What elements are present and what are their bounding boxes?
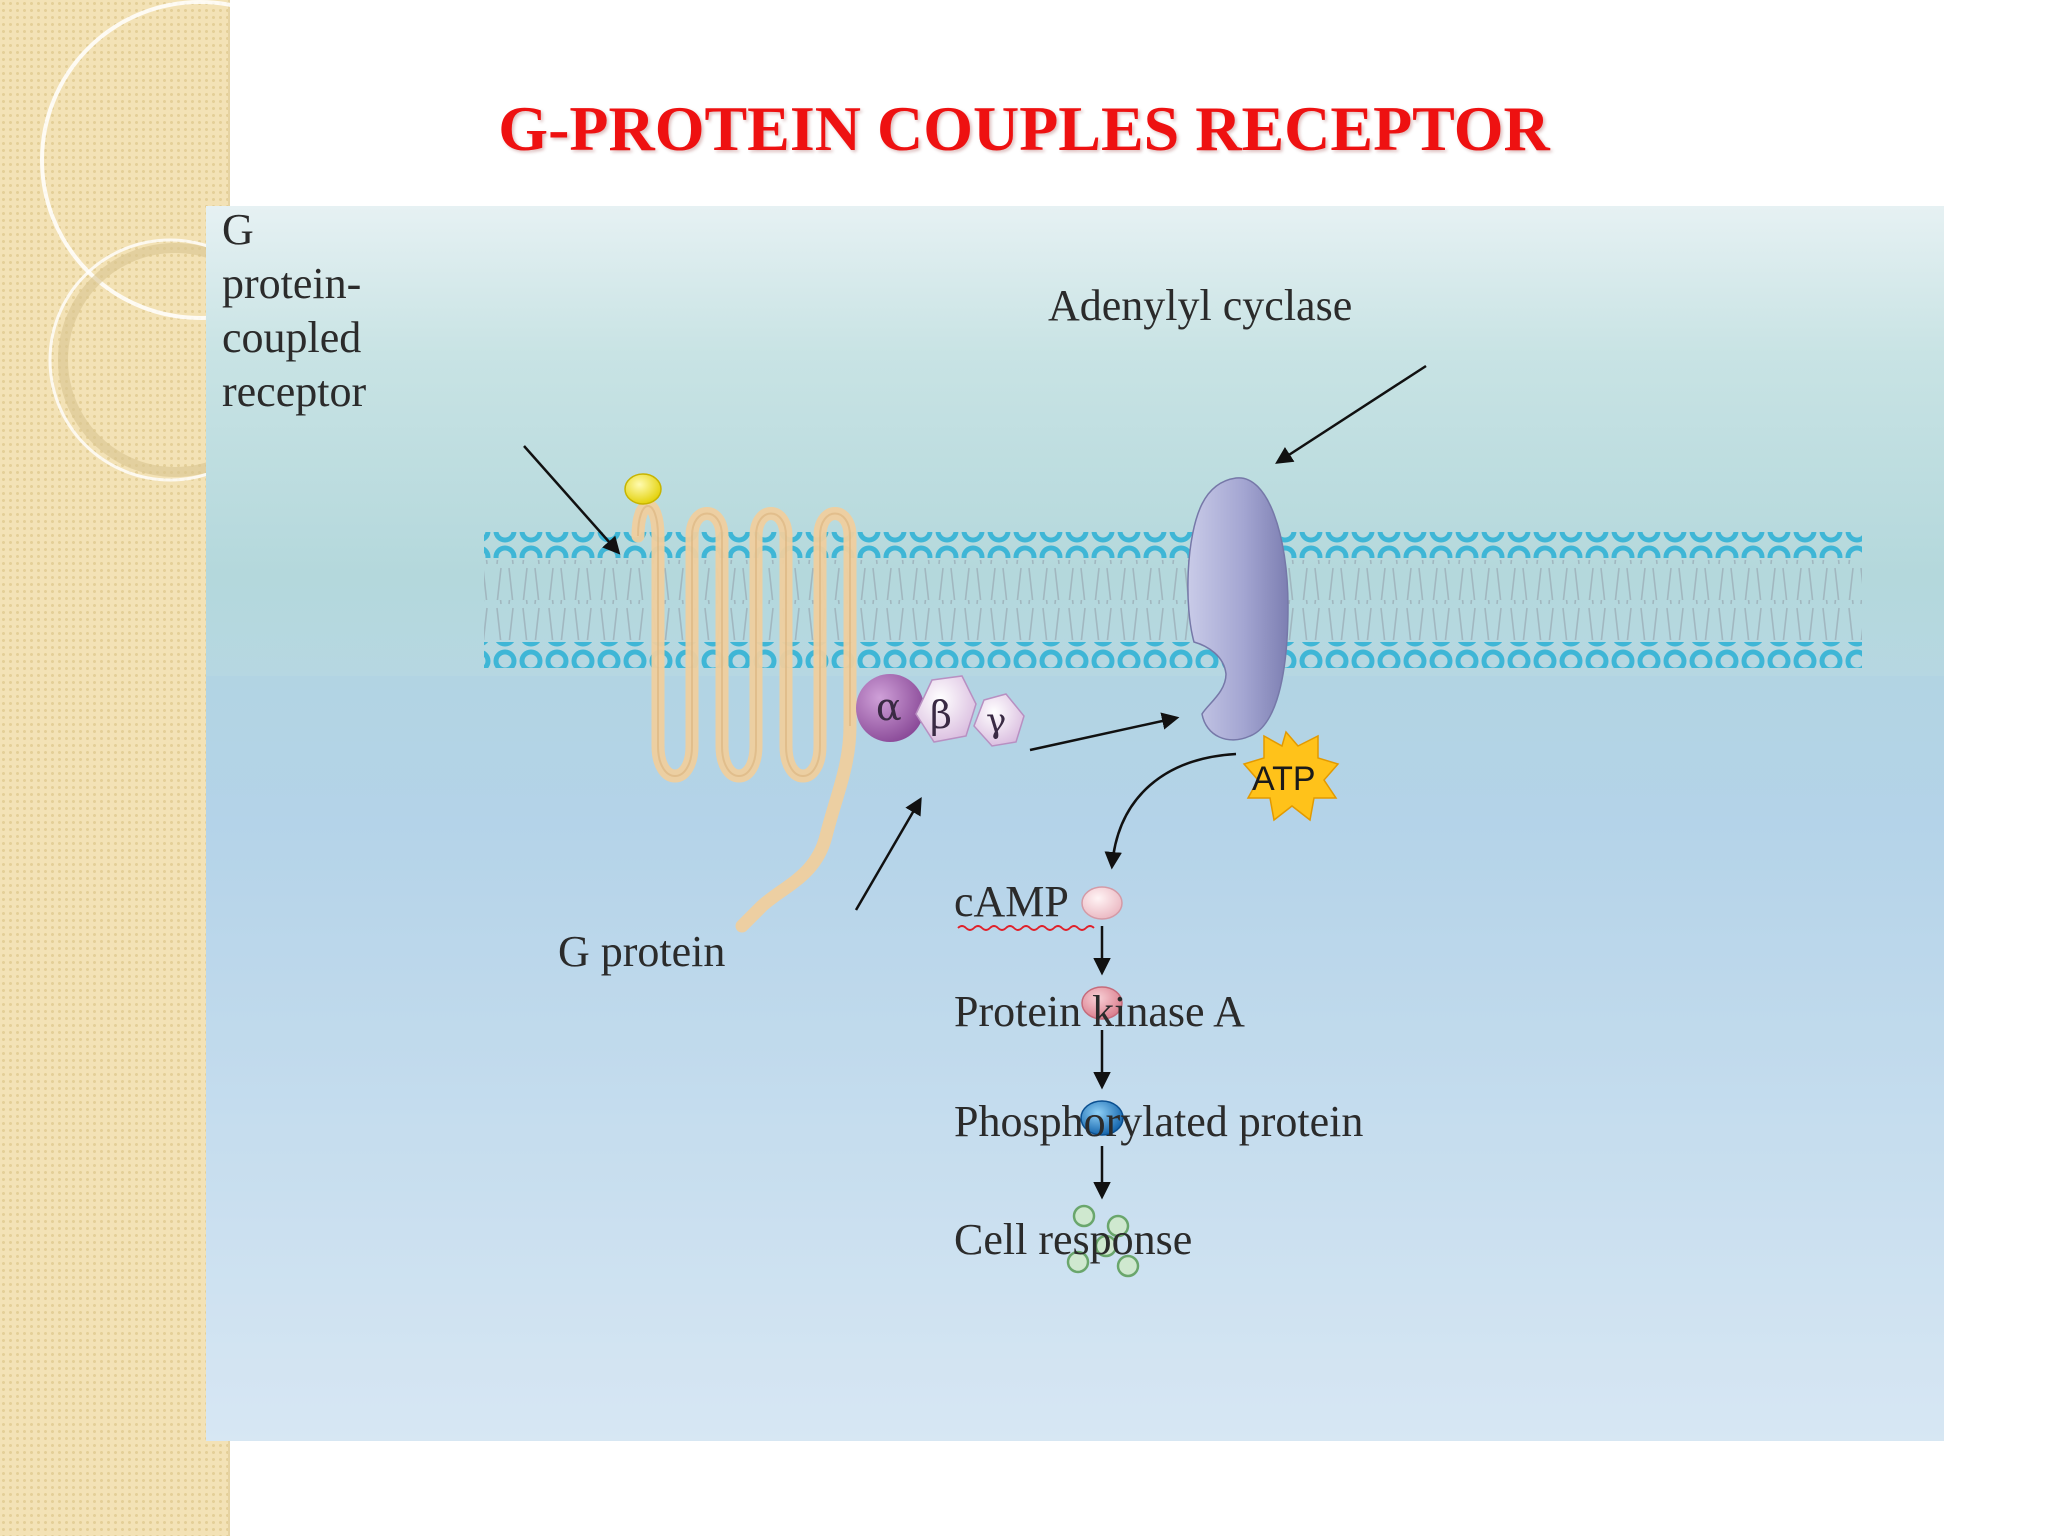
cytoplasm-band xyxy=(206,676,1944,1441)
g-protein: α β γ xyxy=(856,674,1025,747)
g-beta-subunit xyxy=(915,675,977,743)
gpcr-pointer-arrow xyxy=(523,445,621,555)
g-protein-label: G protein xyxy=(558,927,725,976)
atp-to-camp-arrow xyxy=(1104,752,1237,870)
g-protein-pointer-arrow xyxy=(854,796,922,911)
camp-spellcheck-underline xyxy=(957,925,1095,931)
alpha-label: α xyxy=(876,685,902,729)
cell-response-label: Cell response xyxy=(954,1215,1192,1264)
adenylyl-cyclase-enzyme xyxy=(1187,477,1289,741)
cell-response-molecules xyxy=(1066,1204,1140,1278)
atp-burst: ATP xyxy=(1242,730,1340,822)
atp-star xyxy=(1242,730,1340,822)
gpcr-label-line2: protein- xyxy=(222,259,361,308)
activation-arrow xyxy=(1029,712,1180,752)
pka-molecule xyxy=(1081,986,1123,1020)
camp-label: cAMP xyxy=(954,877,1069,926)
adenylyl-cyclase-pointer-arrow xyxy=(1275,364,1427,464)
ligand xyxy=(624,473,662,505)
gpcr-diagram: α β γ ATP G prote xyxy=(206,206,1944,1441)
phosphorylated-protein-label: Phosphorylated protein xyxy=(954,1097,1363,1146)
adenylyl-cyclase-label: Adenylyl cyclase xyxy=(1048,281,1352,330)
atp-label: ATP xyxy=(1252,760,1316,798)
membrane-tails-lower xyxy=(484,600,1862,640)
gpcr-label-line4: receptor xyxy=(222,367,366,416)
phosphorylated-protein-molecule xyxy=(1080,1100,1124,1136)
g-alpha-subunit xyxy=(856,674,924,742)
cell-membrane xyxy=(484,532,1862,668)
membrane-tails-upper xyxy=(484,560,1862,600)
membrane-inner-leaflet xyxy=(484,642,1862,668)
g-gamma-subunit xyxy=(973,693,1025,747)
beta-label: β xyxy=(930,693,952,737)
gpcr-label-line3: coupled xyxy=(222,313,361,362)
slide-title: G-PROTEIN COUPLES RECEPTOR xyxy=(498,93,1550,164)
diagram-background xyxy=(206,206,1944,1441)
pka-label: Protein kinase A xyxy=(954,987,1245,1036)
gpcr-label-line1: G xyxy=(222,206,254,254)
membrane-outer-leaflet xyxy=(484,532,1862,558)
gamma-label: γ xyxy=(986,701,1006,741)
camp-molecule xyxy=(1081,886,1123,920)
gpcr-receptor-outline xyxy=(637,505,851,777)
left-decorative-strip xyxy=(0,0,230,1536)
